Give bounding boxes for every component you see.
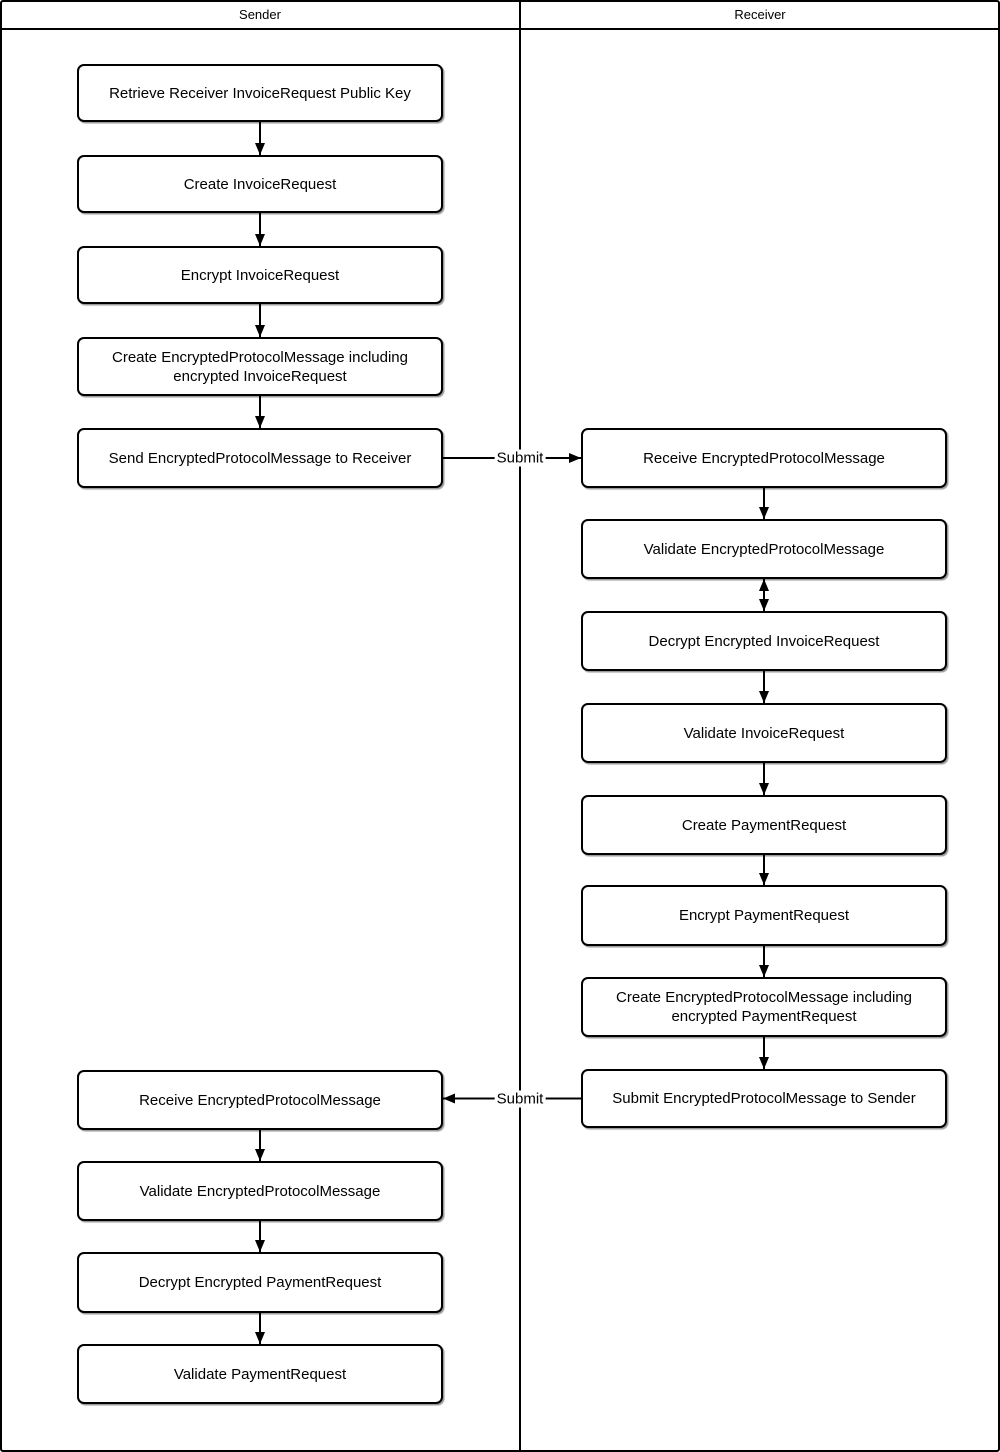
lane-header-sender-label: Sender: [239, 6, 281, 22]
flow-step-label: Create InvoiceRequest: [183, 175, 337, 193]
flow-step-s8: Decrypt Encrypted PaymentRequest: [77, 1252, 443, 1313]
lane-divider: [519, 0, 521, 1452]
flow-step-s7: Validate EncryptedProtocolMessage: [77, 1161, 443, 1221]
lane-header-receiver-label: Receiver: [734, 6, 786, 22]
flow-step-r5: Create PaymentRequest: [581, 795, 947, 855]
flow-step-label: Create PaymentRequest: [681, 816, 847, 834]
flow-step-r7: Create EncryptedProtocolMessage includin…: [581, 977, 947, 1037]
flow-step-label: Retrieve Receiver InvoiceRequest Public …: [109, 84, 411, 102]
flow-step-r2: Validate EncryptedProtocolMessage: [581, 519, 947, 579]
flow-step-label: Send EncryptedProtocolMessage to Receive…: [108, 449, 412, 467]
flow-step-s4: Create EncryptedProtocolMessage includin…: [77, 337, 443, 396]
flow-step-label: Decrypt Encrypted PaymentRequest: [138, 1274, 382, 1291]
edge-label-r8-s6: Submit: [494, 1090, 546, 1107]
lane-header-row: Sender Receiver: [0, 0, 1000, 30]
lane-header-receiver: Receiver: [520, 0, 1000, 28]
edge-label-s5-r1: Submit: [494, 449, 546, 467]
flow-step-s9: Validate PaymentRequest: [77, 1344, 443, 1404]
flow-step-s1: Retrieve Receiver InvoiceRequest Public …: [77, 64, 443, 122]
flow-step-label: Validate PaymentRequest: [173, 1365, 347, 1383]
flow-step-label: Create EncryptedProtocolMessage includin…: [112, 348, 408, 385]
flow-step-label: Validate EncryptedProtocolMessage: [139, 1182, 381, 1200]
flow-step-label: Validate InvoiceRequest: [683, 724, 845, 742]
flow-step-label: Encrypt PaymentRequest: [678, 907, 850, 924]
flow-step-label: Encrypt InvoiceRequest: [180, 266, 340, 284]
flow-step-r6: Encrypt PaymentRequest: [581, 885, 947, 946]
flow-step-r8: Submit EncryptedProtocolMessage to Sende…: [581, 1069, 947, 1128]
flow-step-r1: Receive EncryptedProtocolMessage: [581, 428, 947, 488]
flow-step-label: Validate EncryptedProtocolMessage: [643, 540, 885, 558]
flow-step-r4: Validate InvoiceRequest: [581, 703, 947, 763]
lane-header-sender: Sender: [0, 0, 520, 28]
flow-step-s5: Send EncryptedProtocolMessage to Receive…: [77, 428, 443, 488]
flow-step-r3: Decrypt Encrypted InvoiceRequest: [581, 611, 947, 671]
flow-step-s3: Encrypt InvoiceRequest: [77, 246, 443, 304]
flow-step-label: Receive EncryptedProtocolMessage: [139, 1091, 381, 1109]
flow-step-s2: Create InvoiceRequest: [77, 155, 443, 213]
flow-step-label: Decrypt Encrypted InvoiceRequest: [648, 632, 880, 650]
flow-step-label: Receive EncryptedProtocolMessage: [643, 449, 885, 467]
flow-step-s6: Receive EncryptedProtocolMessage: [77, 1070, 443, 1130]
flow-step-label: Submit EncryptedProtocolMessage to Sende…: [612, 1090, 916, 1107]
flow-step-label: Create EncryptedProtocolMessage includin…: [616, 989, 912, 1025]
